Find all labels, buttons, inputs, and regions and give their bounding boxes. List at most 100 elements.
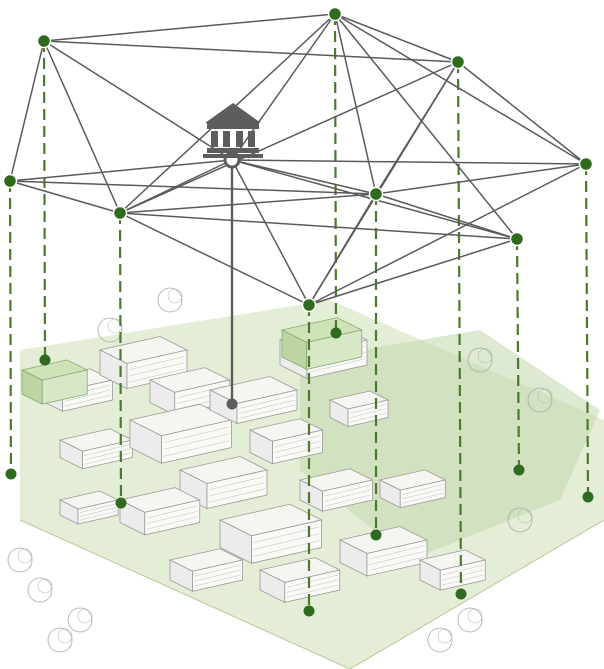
edge-n3-n6 (457, 61, 587, 165)
edge-n1-n5 (43, 40, 121, 214)
ground-node-n6 (582, 491, 594, 503)
ground-node-n5 (115, 497, 127, 509)
node-n7 (301, 297, 317, 313)
edge-hub-n8 (231, 159, 377, 195)
edge-n4-hub (9, 159, 233, 182)
drop-line-n5 (118, 212, 123, 504)
drop-line-n2 (333, 13, 338, 334)
ground-node-n7 (303, 605, 315, 617)
building (418, 549, 487, 591)
tree (27, 577, 53, 603)
edge-n5-n7 (119, 212, 310, 306)
tree (427, 627, 453, 653)
building (58, 490, 120, 525)
tree (77, 608, 93, 624)
drop-line-n9 (515, 238, 521, 471)
node-n1 (36, 33, 52, 49)
drop-line-n4 (8, 180, 13, 475)
edge-n6-n8 (375, 163, 587, 195)
building (128, 403, 233, 464)
government-building-icon (203, 103, 263, 158)
highlighted-building (20, 359, 89, 405)
tree (477, 348, 493, 364)
edge-n4-n5 (9, 180, 121, 214)
building (178, 456, 269, 510)
building (258, 557, 341, 604)
edge-n2-hub (231, 13, 336, 161)
drop-line-n3 (456, 61, 463, 595)
edge-n1-n3 (43, 40, 459, 63)
ground-node-n4 (5, 468, 17, 480)
edge-n2-n8 (334, 13, 377, 195)
edge-n2-n9 (334, 13, 518, 240)
edge-n1-n4 (9, 40, 45, 182)
tree (47, 627, 73, 653)
tree (467, 347, 493, 373)
hub (203, 103, 263, 158)
building (168, 548, 244, 592)
network-nodes (2, 6, 594, 313)
edge-n6-n7 (308, 163, 587, 306)
ground-node-n3 (455, 588, 467, 600)
tree (157, 287, 183, 313)
edge-n2-n3 (334, 13, 459, 63)
edge-n5-hub (119, 159, 233, 214)
ground-node-n8 (370, 529, 382, 541)
tree (37, 578, 53, 594)
hub-ground-node (226, 398, 238, 410)
edge-n1-n2 (43, 13, 336, 42)
ground-node-n1 (39, 354, 51, 366)
edge-n8-n7 (308, 193, 377, 306)
drop-line-n6 (584, 163, 590, 498)
edge-n1-hub (43, 40, 233, 161)
node-n3 (450, 54, 466, 70)
building (338, 526, 429, 577)
node-n8 (368, 186, 384, 202)
tree (67, 607, 93, 633)
tree (507, 507, 533, 533)
building (248, 418, 324, 465)
tree (437, 628, 453, 644)
tree (537, 388, 553, 404)
tree (57, 628, 73, 644)
edge-hub-n7 (231, 159, 310, 306)
tree (167, 288, 183, 304)
drop-lines (5, 13, 594, 617)
edge-n5-n8 (119, 193, 377, 214)
building (298, 468, 374, 512)
node-n2 (327, 6, 343, 22)
edge-n4-n8 (9, 180, 377, 195)
tree (457, 607, 483, 633)
edge-n3-n5 (119, 61, 459, 214)
building (378, 469, 447, 509)
tree (97, 317, 123, 343)
highlighted-building (280, 317, 363, 371)
edge-n5-n9 (119, 212, 518, 240)
ground-node-n9 (513, 464, 525, 476)
ground-edge (19, 519, 604, 669)
node-n4 (2, 173, 18, 189)
building (98, 336, 189, 390)
tree (517, 508, 533, 524)
building (58, 428, 134, 470)
edge-n9-n7 (308, 238, 518, 306)
node-n5 (112, 205, 128, 221)
tree (7, 547, 33, 573)
node-n9 (509, 231, 525, 247)
edge-n2-n6 (334, 13, 587, 165)
edge-hub-n6 (231, 159, 587, 165)
node-n6 (578, 156, 594, 172)
tree (467, 608, 483, 624)
tree (107, 318, 123, 334)
city-buildings (7, 287, 553, 653)
tree (527, 387, 553, 413)
building (118, 487, 201, 536)
building (328, 390, 390, 428)
ground-node-n2 (330, 327, 342, 339)
drop-line-n1 (42, 40, 47, 361)
network-edges (9, 13, 587, 306)
edge-n8-n9 (375, 193, 518, 240)
tree (17, 548, 33, 564)
